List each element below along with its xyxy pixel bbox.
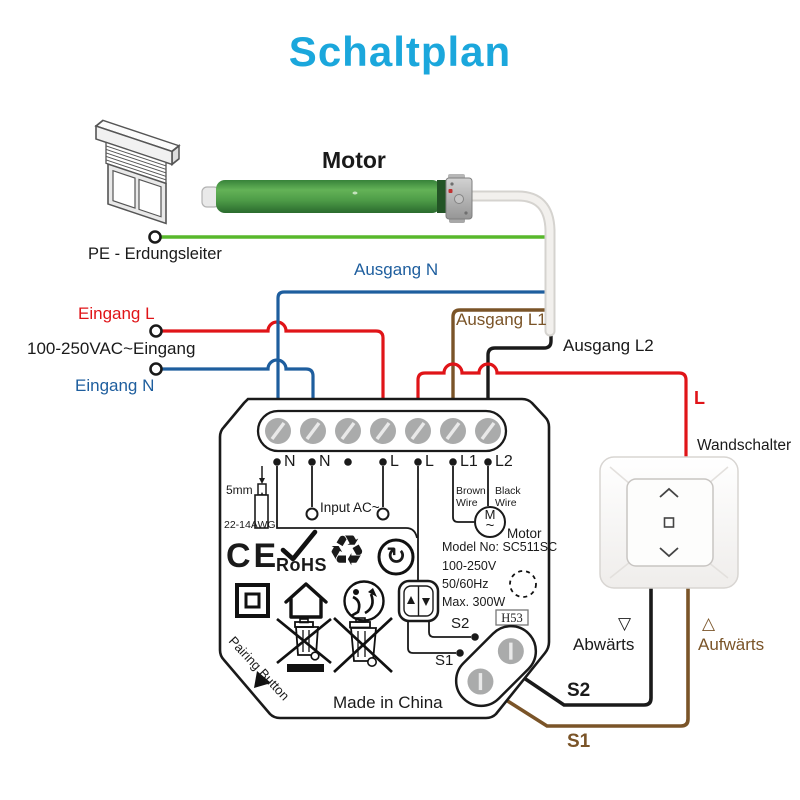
vac-input-label: 100-250VAC~Eingang [27, 339, 196, 358]
page-title: Schaltplan [288, 28, 512, 75]
crossed-bin-icon [333, 617, 393, 673]
terminal-label-l2: L [425, 453, 434, 470]
terminal-label-n2: N [319, 453, 331, 470]
black-wire-label: Black Wire [495, 485, 521, 509]
made-in-label: Made in China [333, 693, 443, 712]
h53-label: H53 [501, 611, 523, 625]
s-terminal-block [454, 624, 538, 708]
green-dot-icon [377, 538, 415, 576]
motor-graphic [201, 174, 556, 337]
input-ac-label: Input AC~ [320, 500, 380, 515]
wall-switch [599, 456, 739, 589]
ausgang-l2-label: Ausgang L2 [563, 336, 654, 355]
wire-ausgang-l1 [451, 308, 551, 400]
crossed-bin-icon [276, 617, 332, 672]
switch-down-icon [659, 547, 679, 558]
motor-small-label: Motor [507, 526, 542, 541]
green-dot-arrow-icon: ↻ [385, 542, 407, 570]
strip-length-label: 5mm [226, 483, 253, 497]
terminal-label-n1: N [284, 453, 296, 470]
motor-symbol [474, 506, 506, 538]
rohs-label: RoHS [276, 555, 327, 575]
dashed-circle-icon [509, 570, 537, 598]
wire-s1 [505, 585, 690, 728]
s1-wire-label: S1 [567, 731, 591, 752]
motor-symbol-tilde: ~ [485, 517, 495, 534]
pe-label: PE - Erdungsleiter [88, 245, 222, 263]
wire-l-to-switch [416, 362, 688, 465]
frequency-label: 50/60Hz [442, 577, 489, 591]
switch-stop-icon [663, 517, 675, 528]
motor-cable [466, 192, 554, 335]
ausgang-n-label: Ausgang N [354, 260, 439, 279]
terminal-screws [265, 418, 501, 444]
max-power-label: Max. 300W [442, 595, 506, 609]
eingang-n-label: Eingang N [75, 376, 155, 395]
terminal-label-l1-out: L1 [460, 453, 478, 470]
s1-terminal-label: S1 [435, 652, 454, 669]
eingang-l-label: Eingang L [78, 304, 155, 323]
wire-pe [148, 230, 552, 244]
abwaerts-label: Abwärts [573, 635, 635, 654]
window-shutter-icon [94, 119, 181, 225]
wire-eingang-l [149, 320, 385, 400]
switch-rocker [626, 478, 714, 567]
s2-terminal-label: S2 [451, 615, 470, 632]
l-label: L [694, 388, 705, 408]
down-triangle-icon: ▽ [618, 614, 632, 634]
house-icon [284, 582, 328, 619]
aufwaerts-label: Aufwärts [698, 635, 765, 654]
terminal-dots [273, 458, 492, 657]
wire-ausgang-n [276, 290, 552, 400]
voltage-label: 100-250V [442, 559, 497, 573]
switch-up-icon [659, 487, 679, 498]
s2-wire-label: S2 [567, 680, 591, 701]
wire-ausgang-l2 [486, 332, 553, 400]
terminal-label-l1: L [390, 453, 399, 470]
motor-label: Motor [322, 147, 386, 173]
switch-bevel-lines [609, 466, 729, 579]
internal-wiring [276, 466, 489, 654]
wire-s2 [522, 585, 653, 707]
up-triangle-icon: △ [702, 614, 716, 634]
double-insulation-icon [235, 583, 270, 618]
check-icon [280, 529, 318, 562]
motor-symbol-m: M [484, 507, 496, 522]
brown-wire-label: Brown Wire [456, 485, 486, 509]
strip-gauge-icon [254, 466, 269, 529]
model-label: Model No: SC511SC [442, 540, 558, 554]
ausgang-l1-label: Ausgang L1 [456, 310, 547, 329]
pairing-arrow-icon [254, 671, 271, 688]
terminal-label-l2-out: L2 [495, 453, 513, 470]
recycle-icon: ♻ [328, 526, 366, 575]
up-down-button-icon [397, 579, 440, 623]
ce-mark: CE [226, 537, 280, 575]
wandschalter-label: Wandschalter [697, 437, 792, 454]
wire-gauge-label: 22-14AWG [224, 519, 276, 531]
recycle-man-icon [343, 580, 385, 622]
device-module [218, 397, 551, 720]
wire-eingang-n [149, 358, 315, 400]
